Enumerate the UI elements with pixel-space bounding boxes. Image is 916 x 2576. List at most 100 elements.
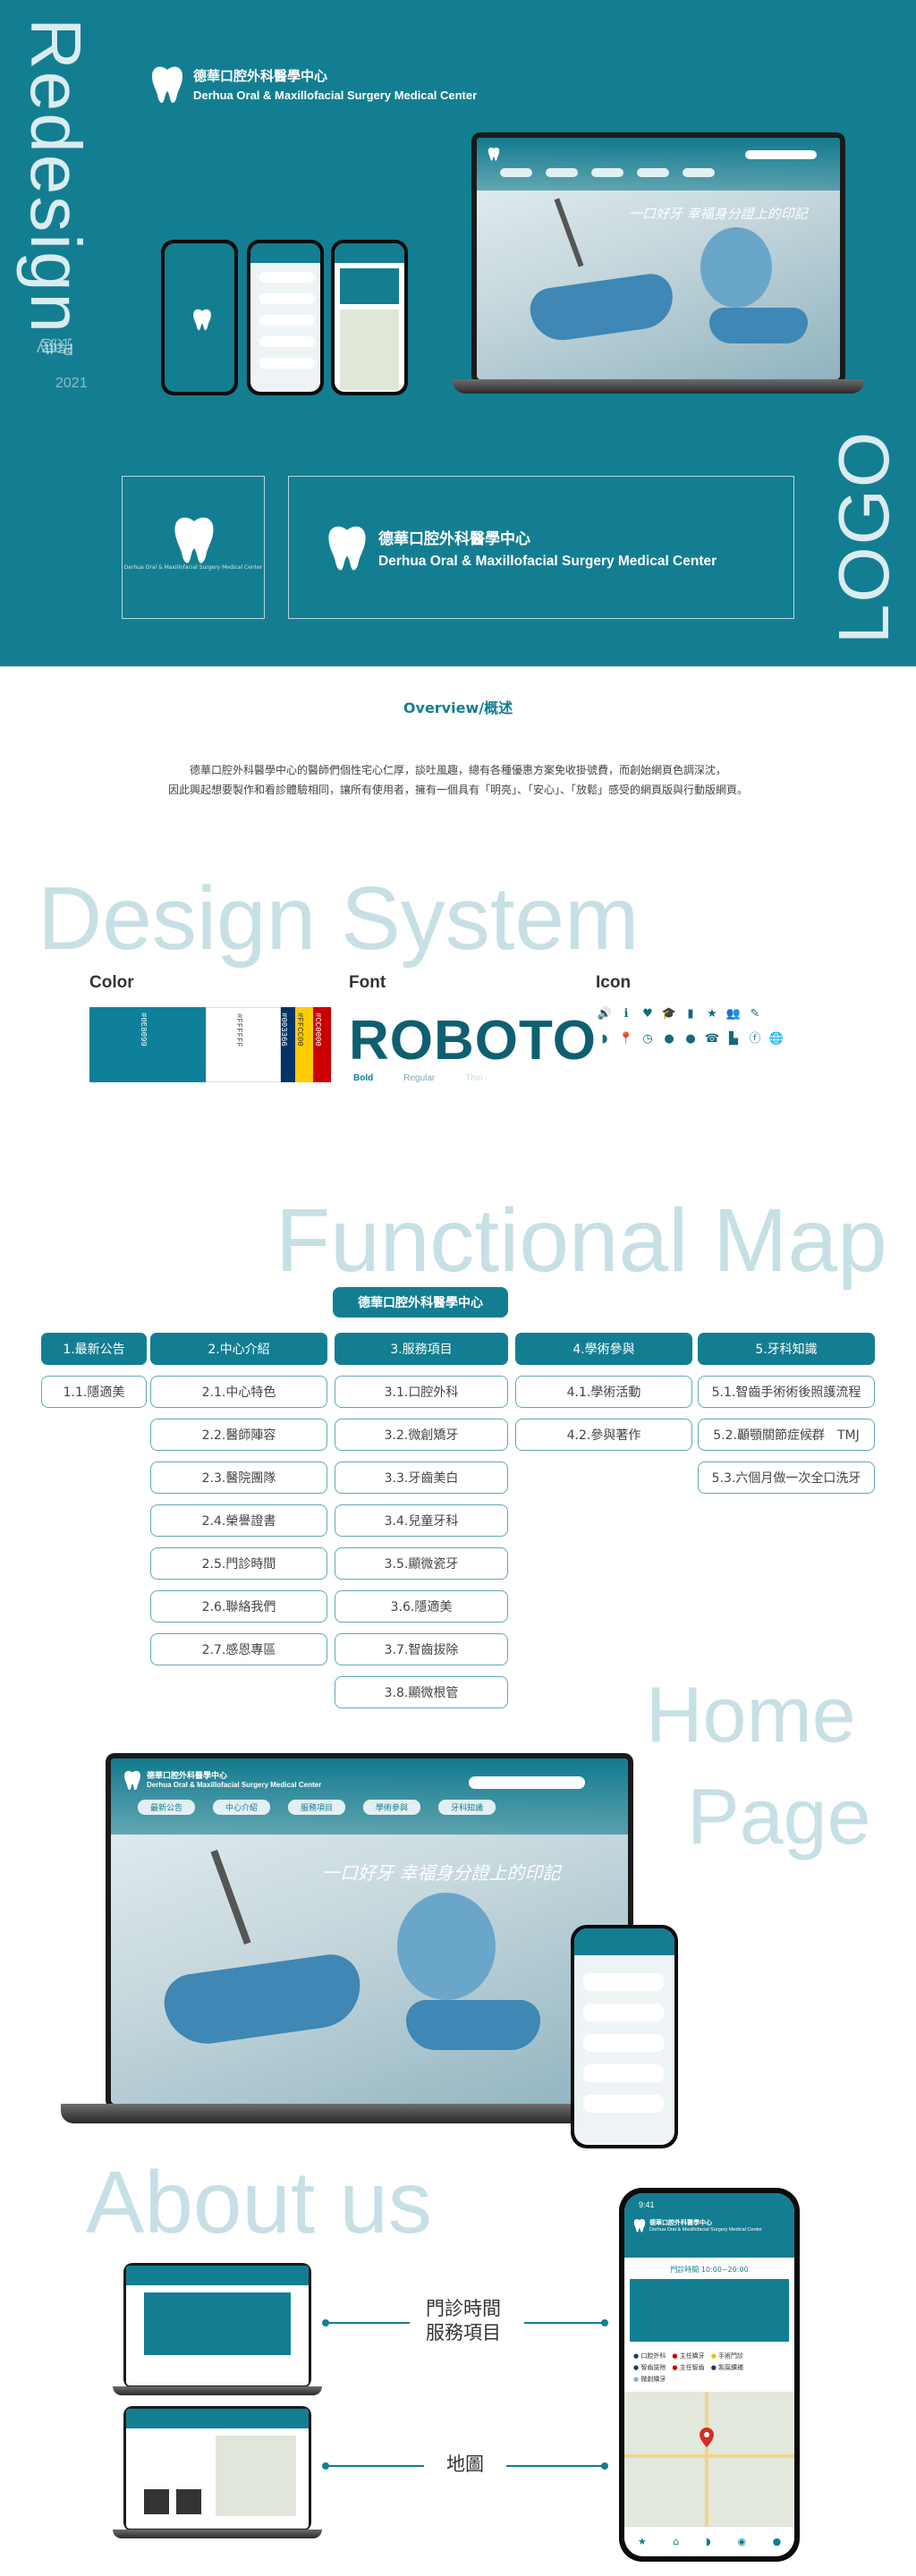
phone-status-time: 9:41 bbox=[639, 2200, 655, 2209]
connector-dot bbox=[601, 2319, 608, 2326]
fm-item: 2.7.感恩專區 bbox=[150, 1633, 327, 1665]
fm-head-1: 1.最新公告 bbox=[41, 1333, 147, 1365]
fm-head-2: 2.中心介紹 bbox=[150, 1333, 327, 1365]
tab-tooth-icon[interactable]: ◗ bbox=[705, 2536, 711, 2547]
star-icon: ★ bbox=[707, 1007, 717, 1021]
facebook-icon: ⓕ bbox=[749, 1032, 761, 1046]
connector-line bbox=[326, 2322, 410, 2324]
syringe-icon: ✎ bbox=[750, 1007, 760, 1021]
weight-bold: Bold bbox=[353, 1073, 374, 1083]
hero-section: Redesign 張庭 Patty 2021 德華口腔外科醫學中心 Derhua… bbox=[0, 0, 916, 666]
fm-item: 2.3.醫院團隊 bbox=[150, 1462, 327, 1494]
fm-item: 3.5.顯微瓷牙 bbox=[335, 1547, 508, 1580]
fm-item: 3.3.牙齒美白 bbox=[335, 1462, 508, 1494]
swatch-navy: #003366 bbox=[279, 1007, 295, 1082]
about-us-title: About us bbox=[86, 2153, 432, 2251]
home-phone-mockup bbox=[571, 1925, 678, 2148]
tooth-small-icon: ◗ bbox=[601, 1032, 608, 1046]
home-nav-item[interactable]: 服務項目 bbox=[288, 1800, 346, 1815]
brand-name-zh: 德華口腔外科醫學中心 bbox=[193, 68, 328, 84]
redesign-vertical-title: Redesign bbox=[16, 18, 96, 335]
swatch-primary: #0E8099 bbox=[89, 1007, 206, 1082]
font-weights: Bold Regular Thin bbox=[353, 1073, 483, 1083]
home-brand-en: Derhua Oral & Maxillofacial Surgery Medi… bbox=[147, 1781, 322, 1789]
functional-map-title: Functional Map bbox=[276, 1191, 887, 1291]
logo-brand-en: Derhua Oral & Maxillofacial Surgery Medi… bbox=[378, 553, 717, 569]
icon-set: 🔊 ℹ ♥ 🎓 ▮ ★ 👥 ✎ ◗ 📍 ◷ ● ● ☎ ▙ ⓕ 🌐 bbox=[594, 1007, 787, 1046]
people-icon: 👥 bbox=[725, 1007, 742, 1021]
functional-map-root: 德華口腔外科醫學中心 bbox=[333, 1287, 508, 1318]
logo-box-horizontal: 德華口腔外科醫學中心 Derhua Oral & Maxillofacial S… bbox=[288, 476, 794, 619]
heart-icon: ♥ bbox=[642, 1007, 653, 1021]
tooth-logo-icon bbox=[633, 2218, 646, 2233]
phone-mockup-menu bbox=[247, 240, 324, 395]
year-label: 2021 bbox=[55, 376, 88, 391]
phone-icon: ☎ bbox=[704, 1032, 720, 1046]
home-nav-item[interactable]: 中心介紹 bbox=[213, 1800, 271, 1815]
fm-head-4: 4.學術參與 bbox=[515, 1333, 692, 1365]
overview-text: 德華口腔外科醫學中心的醫師們個性宅心仁厚，談吐風趣，總有各種優惠方案免收掛號費，… bbox=[167, 764, 748, 796]
home-nav: 最新公告 中心介紹 服務項目 學術參與 牙科知識 bbox=[138, 1800, 496, 1815]
connector-line bbox=[506, 2465, 605, 2467]
fm-item: 4.1.學術活動 bbox=[515, 1376, 692, 1408]
home-search-input[interactable] bbox=[469, 1776, 585, 1789]
about-laptop-map bbox=[113, 2406, 322, 2542]
phone-mockup-schedule bbox=[331, 240, 408, 395]
fm-item: 3.7.智齒拔除 bbox=[335, 1633, 508, 1665]
phone-brand-zh: 德華口腔外科醫學中心 bbox=[649, 2219, 712, 2226]
phone-tab-bar: ★ ⌂ ◗ ◉ ● bbox=[624, 2526, 794, 2556]
connector-dot bbox=[601, 2462, 608, 2470]
color-label: Color bbox=[89, 973, 134, 992]
home-page-title-line2: Page bbox=[687, 1772, 871, 1860]
design-system-title: Design System bbox=[38, 869, 640, 969]
home-nav-item[interactable]: 牙科知識 bbox=[438, 1800, 496, 1815]
fm-item: 5.1.智齒手術術後照護流程 bbox=[698, 1376, 875, 1408]
tab-star-icon[interactable]: ★ bbox=[637, 2536, 647, 2547]
brand-name-en: Derhua Oral & Maxillofacial Surgery Medi… bbox=[193, 89, 478, 102]
location-pin-icon: 📍 bbox=[618, 1032, 634, 1046]
home-nav-item[interactable]: 學術參與 bbox=[363, 1800, 421, 1815]
about-laptop-schedule bbox=[113, 2263, 322, 2399]
speaker-icon: 🔊 bbox=[597, 1007, 613, 1021]
fm-item: 2.2.醫師陣容 bbox=[150, 1419, 327, 1451]
about-phone-mockup: 9:41 德華口腔外科醫學中心 Derhua Oral & Maxillofac… bbox=[619, 2188, 800, 2562]
swatch-yellow: #FFCC00 bbox=[295, 1007, 313, 1082]
phone-mockup-splash bbox=[161, 240, 238, 395]
connector-line bbox=[524, 2322, 605, 2324]
book-icon: ▮ bbox=[687, 1007, 694, 1021]
tab-pin-icon[interactable]: ◉ bbox=[737, 2536, 746, 2547]
about-label-schedule: 門診時間 服務項目 bbox=[426, 2298, 501, 2343]
home-nav-item[interactable]: 最新公告 bbox=[138, 1800, 196, 1815]
phone-map[interactable] bbox=[624, 2392, 794, 2526]
fm-item: 5.3.六個月做一次全口洗牙 bbox=[698, 1462, 875, 1494]
home-laptop-mockup: 德華口腔外科醫學中心 Derhua Oral & Maxillofacial S… bbox=[61, 1753, 639, 2127]
home-brand-zh: 德華口腔外科醫學中心 bbox=[147, 1772, 228, 1781]
hero-tagline: 一口好牙 幸福身分證上的印記 bbox=[629, 206, 808, 222]
fm-item: 1.1.隱適美 bbox=[41, 1376, 147, 1408]
phone-clinic-hours: 門診時間 10:00~20:00 bbox=[670, 2266, 749, 2274]
logo-vertical-title: LOGO bbox=[824, 429, 903, 644]
font-sample: ROBOTO bbox=[349, 1010, 597, 1072]
home-page-title-line1: Home bbox=[646, 1670, 856, 1758]
swatch-white: #FFFFFF bbox=[206, 1007, 281, 1082]
about-label-map: 地圖 bbox=[446, 2453, 484, 2475]
tab-home-icon[interactable]: ⌂ bbox=[673, 2536, 680, 2547]
fm-item: 3.1.口腔外科 bbox=[335, 1376, 508, 1408]
hero-brand: 德華口腔外科醫學中心 Derhua Oral & Maxillofacial S… bbox=[150, 64, 477, 104]
phone-brand-en: Derhua Oral & Maxillofacial Surgery Medi… bbox=[649, 2227, 762, 2233]
font-label: Font bbox=[349, 973, 386, 992]
fm-item: 3.6.隱適美 bbox=[335, 1590, 508, 1623]
fm-head-3: 3.服務項目 bbox=[335, 1333, 508, 1365]
swatch-red: #CC0000 bbox=[313, 1007, 331, 1082]
fm-item: 4.2.參與著作 bbox=[515, 1419, 692, 1451]
circle-icon: ● bbox=[685, 1032, 696, 1046]
color-swatches: #0E8099 #FFFFFF #003366 #FFCC00 #CC0000 bbox=[89, 1007, 331, 1082]
tooth-logo-icon bbox=[152, 66, 182, 103]
tooth-logo-icon bbox=[174, 517, 214, 564]
fm-item: 3.4.兒童牙科 bbox=[335, 1504, 508, 1537]
fm-item: 2.6.聯絡我們 bbox=[150, 1590, 327, 1623]
overview-title: Overview/概述 bbox=[403, 699, 513, 716]
fm-item: 2.1.中心特色 bbox=[150, 1376, 327, 1408]
chat-icon: ● bbox=[664, 1032, 674, 1046]
tab-chat-icon[interactable]: ● bbox=[772, 2536, 782, 2547]
